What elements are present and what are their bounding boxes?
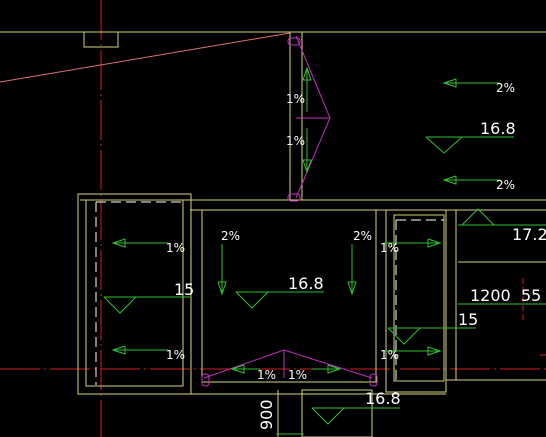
right-room-inner [393, 214, 445, 382]
elevation-labels: 16.8 16.8 15 17.2 15 16.8 [174, 119, 546, 408]
drain-bottom-left [201, 373, 210, 387]
arrow-right-2-head [427, 346, 442, 356]
elevation-markers [103, 136, 546, 425]
dimension-labels: 1200 55 900 [257, 286, 541, 430]
slope-label-2: 1% [286, 134, 305, 148]
slope-label-3: 2% [496, 81, 515, 95]
center-room [201, 209, 377, 383]
dimension-lines [276, 303, 546, 435]
drain-bottom-right [369, 373, 378, 387]
arrow-down-2-head [217, 281, 227, 296]
arrow-down-1-head [302, 159, 312, 174]
elevation-label-3: 15 [174, 280, 194, 299]
arrow-right-1-head [427, 238, 442, 248]
arrow-left-1-head [442, 78, 457, 88]
slope-label-11: 1% [257, 368, 276, 382]
slope-arrows [111, 66, 500, 374]
arrow-up-1-head [302, 66, 312, 81]
arrow-bottom-right-head [327, 364, 342, 374]
drain-top [287, 37, 301, 46]
slope-label-10: 1% [380, 348, 399, 362]
elevation-label-2: 16.8 [288, 274, 324, 293]
right-room-outer [385, 209, 447, 393]
arrow-bottom-left-head [230, 364, 245, 374]
elev-marker-2-tri [235, 291, 269, 309]
slope-label-9: 1% [380, 241, 399, 255]
top-notch [83, 32, 119, 48]
elev-marker-1-tri [425, 136, 463, 154]
ridge-lines [201, 35, 378, 387]
elev-marker-6-tri [311, 407, 345, 425]
slope-label-7: 2% [221, 229, 240, 243]
drain-mid [287, 193, 301, 202]
slope-label-6: 1% [166, 348, 185, 362]
slope-label-4: 2% [496, 178, 515, 192]
arrow-left-4-head [111, 345, 126, 355]
bottom-box [301, 389, 373, 437]
slope-labels: 1% 1% 2% 2% 1% 1% 2% 2% 1% 1% 1% 1% [166, 81, 515, 382]
dimension-label-55: 55 [521, 286, 541, 305]
dimension-label-900: 900 [257, 399, 276, 430]
slope-label-1: 1% [286, 92, 305, 106]
left-room-inner [85, 199, 184, 387]
dashed-edges [95, 201, 444, 385]
elevation-label-4: 17.2 [512, 225, 546, 244]
arrow-left-3-head [111, 238, 126, 248]
dimension-label-1200: 1200 [470, 286, 511, 305]
slope-line [0, 32, 291, 83]
walls [0, 31, 546, 437]
elevation-label-6: 16.8 [365, 389, 401, 408]
arrow-down-3-head [347, 281, 357, 296]
slope-label-12: 1% [288, 368, 307, 382]
ridge-vertical-roof [295, 35, 331, 199]
elev-marker-3-tri [103, 296, 137, 314]
elev-marker-5-tri [387, 327, 421, 345]
slope-label-5: 1% [166, 241, 185, 255]
slope-label-8: 2% [353, 229, 372, 243]
elevation-label-5: 15 [458, 310, 478, 329]
elev-marker-4-tri [461, 208, 495, 226]
elevation-label-1: 16.8 [480, 119, 516, 138]
arrow-left-2-head [442, 175, 457, 185]
